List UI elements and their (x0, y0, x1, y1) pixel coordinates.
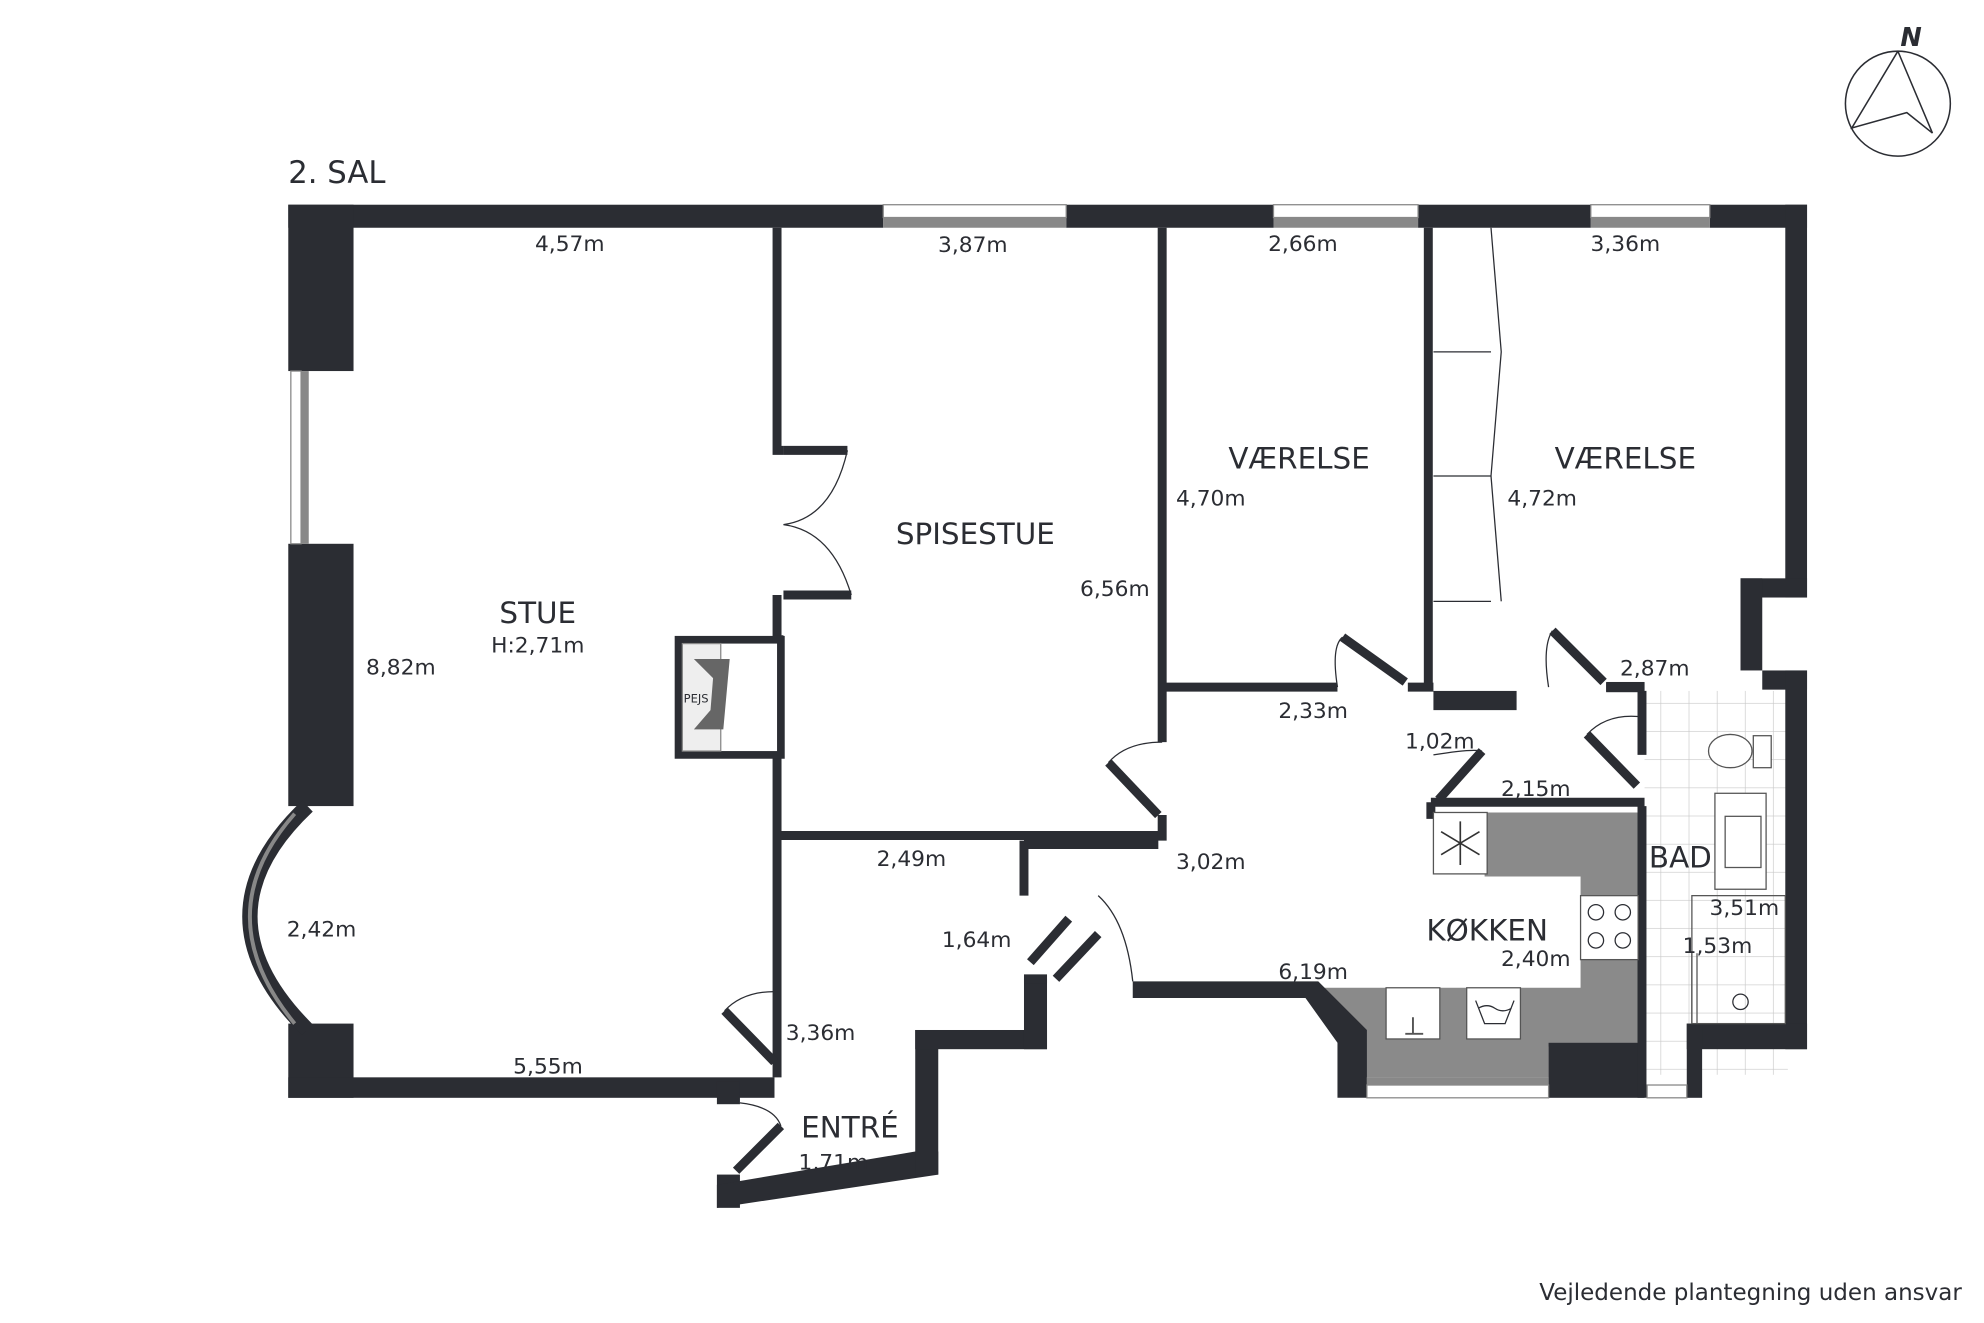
dim-entre-side: 3,36m (786, 1021, 856, 1046)
room-label-vaerelse-2: VÆRELSE (1555, 441, 1696, 475)
dim-hall2-side: 1,64m (942, 928, 1012, 953)
dim-bad-width: 1,53m (1683, 934, 1753, 959)
dim-hall-top: 2,33m (1278, 699, 1348, 724)
washing-machine-icon (1466, 987, 1522, 1040)
dim-spisestue-side: 6,56m (1080, 577, 1150, 602)
dim-vaerelse1-top: 2,66m (1268, 232, 1338, 257)
dim-stue-bottom: 5,55m (513, 1054, 583, 1079)
stove-icon (1579, 895, 1639, 961)
room-label-vaerelse-1: VÆRELSE (1228, 441, 1369, 475)
room-label-entre: ENTRÉ (801, 1109, 899, 1144)
toilet-icon (1707, 733, 1772, 769)
dim-bay: 2,42m (287, 918, 357, 943)
room-label-koekken: KØKKEN (1426, 913, 1548, 947)
interior-walls: PEJS (674, 227, 1647, 1098)
dim-koekken-width: 2,40m (1501, 947, 1571, 972)
doors (721, 445, 1641, 1174)
dim-hall-small: 1,02m (1405, 730, 1475, 755)
dim-vaerelse2-side: 4,72m (1507, 486, 1577, 511)
dim-hall2-top: 2,49m (877, 847, 947, 872)
washbasin-icon (1714, 792, 1767, 890)
footer-disclaimer: Vejledende plantegning uden ansvar (1539, 1280, 1962, 1306)
dim-koekken-side: 3,02m (1176, 850, 1246, 875)
dim-stue-top: 4,57m (535, 232, 605, 257)
outer-walls (288, 204, 1808, 1208)
room-label-bad: BAD (1649, 840, 1712, 874)
wardrobe (1433, 227, 1502, 603)
floor-label: 2. SAL (288, 156, 385, 191)
north-compass-icon: N (1844, 23, 1952, 157)
dim-vaerelse1-side: 4,70m (1176, 486, 1246, 511)
dim-vaerelse2-top: 3,36m (1591, 232, 1661, 257)
fireplace-label: PEJS (684, 691, 709, 705)
dim-bad-length: 3,51m (1710, 896, 1780, 921)
dim-koekken-bottom: 6,19m (1278, 960, 1348, 985)
fridge-icon (1432, 811, 1488, 875)
room-label-stue: STUE (499, 596, 576, 630)
compass-north-label: N (1900, 23, 1921, 53)
ceiling-height: H:2,71m (491, 634, 584, 659)
dim-spisestue-top: 3,87m (938, 233, 1008, 258)
dim-stue-side: 8,82m (366, 655, 436, 680)
windows (242, 204, 1711, 1099)
dim-hall-right: 2,87m (1620, 657, 1690, 682)
dim-entre-width: 1,71m (799, 1150, 869, 1175)
sink-icon (1385, 987, 1441, 1040)
room-label-spisestue: SPISESTUE (896, 517, 1055, 551)
dim-hall-bottom: 2,15m (1501, 777, 1571, 802)
shower-icon (1691, 895, 1786, 1025)
